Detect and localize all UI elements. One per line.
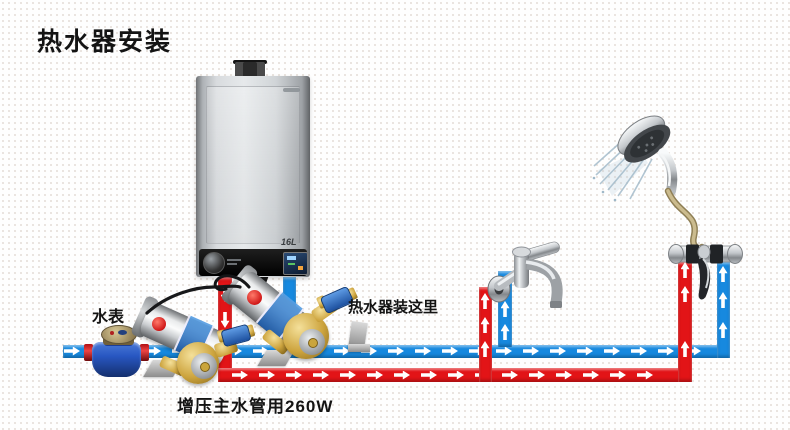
main-pipe-boost-label: 增压主水管用260W xyxy=(177,397,334,416)
flow-arrow xyxy=(685,346,701,356)
flow-arrow xyxy=(604,346,620,356)
faucet-spout-tip xyxy=(550,301,562,308)
display-pixel xyxy=(287,256,296,260)
meter-coupling-left xyxy=(84,344,93,361)
flow-arrow xyxy=(480,317,490,333)
flow-arrow xyxy=(680,262,690,278)
flow-arrow xyxy=(480,341,490,357)
heater-brand-logo xyxy=(283,88,300,92)
flow-arrow xyxy=(313,370,329,380)
heater-knob xyxy=(203,252,225,274)
pump-main-badge xyxy=(152,317,166,331)
flow-arrow xyxy=(334,346,350,356)
shower-head-handle xyxy=(658,148,678,196)
flow-arrow xyxy=(259,370,275,380)
flow-arrow xyxy=(658,346,674,356)
pump-heater-badge xyxy=(247,290,262,305)
panel-text-mark xyxy=(227,259,241,261)
flow-arrow xyxy=(232,370,248,380)
flow-arrow xyxy=(500,301,510,317)
flow-arrow xyxy=(388,346,404,356)
pipe-hot-faucet-riser xyxy=(479,287,492,382)
flow-arrow xyxy=(64,346,80,356)
display-pixel xyxy=(298,266,303,270)
flow-arrow xyxy=(286,370,302,380)
heater-display xyxy=(283,252,308,275)
heater-front-face xyxy=(206,86,300,244)
pump-heater-bracket-foot xyxy=(348,344,370,352)
flow-arrow xyxy=(529,370,545,380)
pipe-cold-shower-riser xyxy=(717,262,730,358)
flow-arrow xyxy=(680,341,690,357)
flow-arrow xyxy=(500,324,510,340)
flow-arrow xyxy=(253,346,269,356)
flow-arrow xyxy=(610,370,626,380)
flow-arrow xyxy=(583,370,599,380)
flow-arrow xyxy=(145,346,161,356)
page-title: 热水器安装 xyxy=(37,28,173,56)
dial-mark xyxy=(110,331,114,335)
flow-arrow xyxy=(637,370,653,380)
flow-arrow xyxy=(469,346,485,356)
shower-hose xyxy=(664,187,706,252)
flow-arrow xyxy=(577,346,593,356)
flow-arrow xyxy=(523,346,539,356)
heater-capacity-label: 16L xyxy=(281,237,297,247)
flow-arrow xyxy=(718,292,728,308)
flow-arrow xyxy=(340,370,356,380)
flow-arrow xyxy=(367,370,383,380)
flow-arrow xyxy=(415,346,431,356)
heater-pump-here-label: 热水器装这里 xyxy=(348,299,439,316)
shower-head xyxy=(617,115,671,163)
meter-coupling-right xyxy=(140,344,149,361)
display-pixel xyxy=(288,263,295,265)
faucet-handle xyxy=(524,241,560,261)
flow-arrow xyxy=(502,370,518,380)
pump-main-bolt xyxy=(200,362,210,372)
flow-arrow xyxy=(718,322,728,338)
flow-arrow xyxy=(448,370,464,380)
flow-arrow xyxy=(220,312,230,328)
heater-flue xyxy=(235,62,265,78)
flow-arrow xyxy=(496,346,512,356)
water-meter xyxy=(92,342,141,377)
flow-arrow xyxy=(421,370,437,380)
water-spray xyxy=(598,150,648,196)
pipe-hot-shower-riser xyxy=(678,262,692,382)
water-heater xyxy=(196,76,310,277)
flow-arrow xyxy=(480,293,490,309)
dial-mark xyxy=(118,330,127,335)
flow-arrow xyxy=(631,346,647,356)
mixer-lever xyxy=(697,258,711,300)
flow-arrow xyxy=(550,346,566,356)
panel-text-mark xyxy=(227,263,237,265)
flow-arrow xyxy=(718,266,728,282)
water-meter-label: 水表 xyxy=(92,309,125,326)
water-spray-lines xyxy=(593,140,653,200)
flow-arrow xyxy=(556,370,572,380)
pump-heater-bolt xyxy=(308,338,318,348)
flow-arrow xyxy=(680,286,690,302)
flow-arrow xyxy=(442,346,458,356)
flow-arrow xyxy=(394,370,410,380)
